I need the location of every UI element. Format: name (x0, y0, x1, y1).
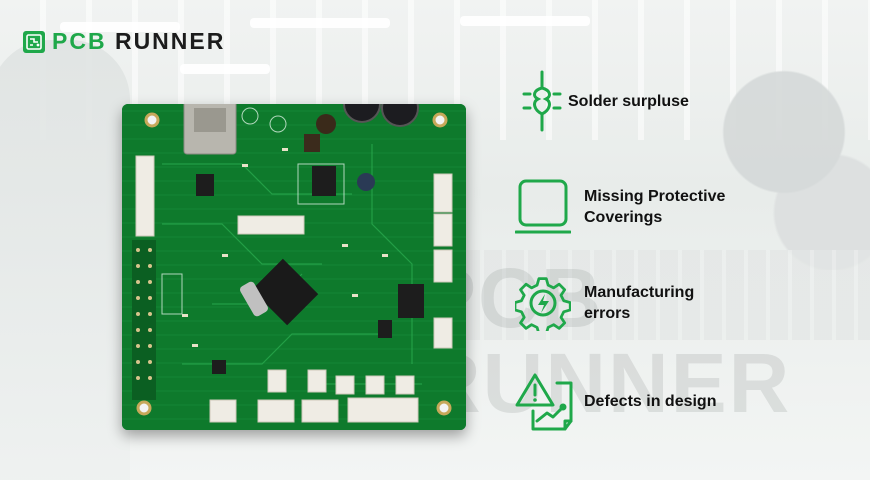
feature-label-line2: Coverings (584, 209, 663, 226)
feature-item: Defects in design (512, 370, 716, 432)
solder-joint-icon (512, 70, 572, 132)
design-warning-icon (512, 370, 574, 432)
brand-logo[interactable]: PCB RUNNER (22, 28, 225, 55)
brand-name-part1: PCB (52, 28, 107, 54)
feature-label: Missing Protective Coverings (584, 186, 725, 228)
brand-name-part2: RUNNER (114, 28, 226, 54)
feature-item: Manufacturing errors (512, 272, 694, 334)
ceiling-light (460, 16, 590, 26)
pcb-board-illustration (122, 85, 466, 430)
protective-cover-icon (512, 176, 574, 238)
chip-logo-icon (23, 30, 45, 53)
feature-label-line2: errors (584, 305, 631, 322)
pcb-board-image (122, 85, 466, 430)
feature-label: Manufacturing errors (584, 282, 694, 324)
ceiling-light (250, 18, 390, 28)
feature-label: Defects in design (584, 391, 716, 412)
ceiling-light (180, 64, 270, 74)
brand-name: PCB RUNNER (52, 28, 225, 55)
feature-label-line1: Manufacturing (584, 284, 695, 301)
feature-item: Missing Protective Coverings (512, 176, 725, 238)
background-technician (0, 40, 130, 480)
ceiling-light (60, 22, 180, 32)
feature-label-line1: Defects in design (584, 392, 717, 410)
feature-label-line1: Missing Protective (584, 188, 726, 205)
gear-lightning-icon (512, 272, 574, 334)
feature-label-line1: Solder surpluse (568, 92, 689, 110)
feature-item: Solder surpluse (512, 70, 689, 132)
feature-label: Solder surpluse (568, 91, 689, 112)
watermark-text: RUNNER (420, 336, 792, 430)
background-conveyor (440, 250, 870, 340)
background-robot-arm (640, 40, 870, 270)
